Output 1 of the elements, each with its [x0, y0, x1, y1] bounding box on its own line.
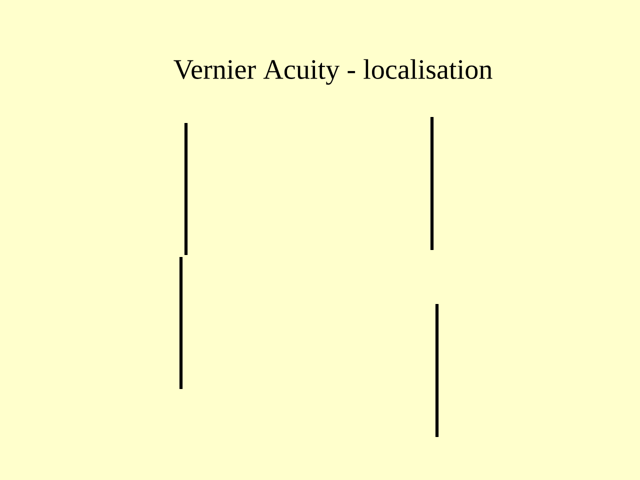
- title: Vernier Acuity - localisation: [174, 59, 492, 85]
